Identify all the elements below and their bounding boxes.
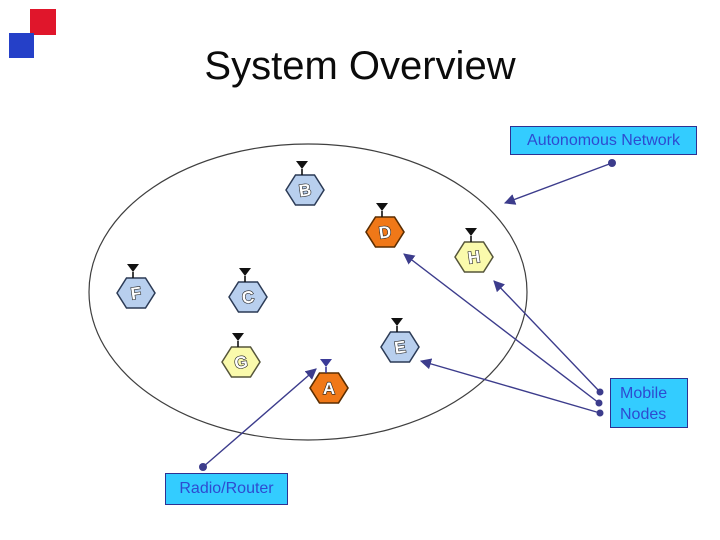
- antenna-icon: [239, 268, 251, 276]
- mobile-nodes-label-line2: Nodes: [620, 406, 667, 423]
- antenna-icon: [376, 203, 388, 211]
- mobile-nodes-label-line1: Mobile: [620, 385, 668, 402]
- mobile-nodes-label: Mobile Nodes: [610, 378, 688, 428]
- red-square-decoration: [30, 9, 56, 35]
- connector-mobile-to-node-H: [493, 280, 601, 393]
- node-label-G: G: [233, 352, 249, 373]
- connector-autonomous-to-network: [503, 162, 613, 205]
- node-label-F: F: [130, 283, 143, 303]
- slide-title: System Overview: [204, 44, 516, 88]
- autonomous-network-label-text: Autonomous Network: [527, 132, 680, 149]
- node-hexagon-D: [365, 216, 405, 248]
- antenna-icon: [391, 318, 403, 326]
- antenna-icon: [296, 161, 308, 169]
- node-label-E: E: [393, 337, 407, 357]
- node-hexagon-C: [228, 281, 268, 313]
- connector-radio-to-node-A: [202, 368, 317, 468]
- node-label-A: A: [323, 379, 335, 398]
- node-hexagon-H: [454, 241, 494, 273]
- node-hexagon-B: [285, 174, 325, 206]
- node-hexagon-A: [309, 372, 349, 404]
- antenna-icon: [232, 333, 244, 341]
- antenna-icon: [320, 359, 332, 367]
- connector-mobile-to-node-D: [403, 253, 600, 404]
- radio-router-label: Radio/Router: [165, 473, 288, 505]
- antenna-icon: [465, 228, 477, 236]
- connector-mobile-to-node-E: [419, 358, 601, 414]
- network-ellipse: [88, 143, 528, 441]
- autonomous-network-label: Autonomous Network: [510, 126, 697, 155]
- blue-square-decoration: [9, 33, 34, 58]
- node-label-C: C: [241, 287, 256, 308]
- antenna-icon: [127, 264, 139, 272]
- radio-router-label-text: Radio/Router: [179, 480, 274, 497]
- node-label-H: H: [467, 247, 482, 268]
- node-label-D: D: [378, 222, 393, 243]
- node-hexagon-G: [221, 346, 261, 378]
- node-label-B: B: [298, 180, 313, 201]
- node-hexagon-E: [380, 331, 420, 363]
- node-hexagon-F: [116, 277, 156, 309]
